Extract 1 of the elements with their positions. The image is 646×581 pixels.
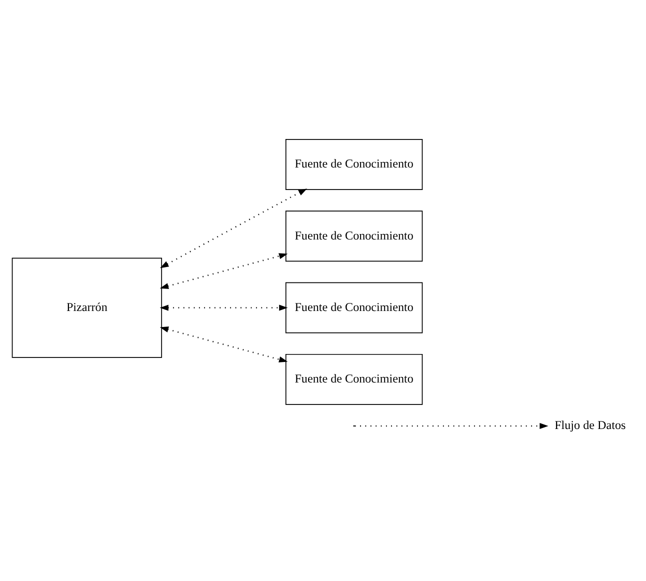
legend-label: Flujo de Datos <box>554 418 626 432</box>
